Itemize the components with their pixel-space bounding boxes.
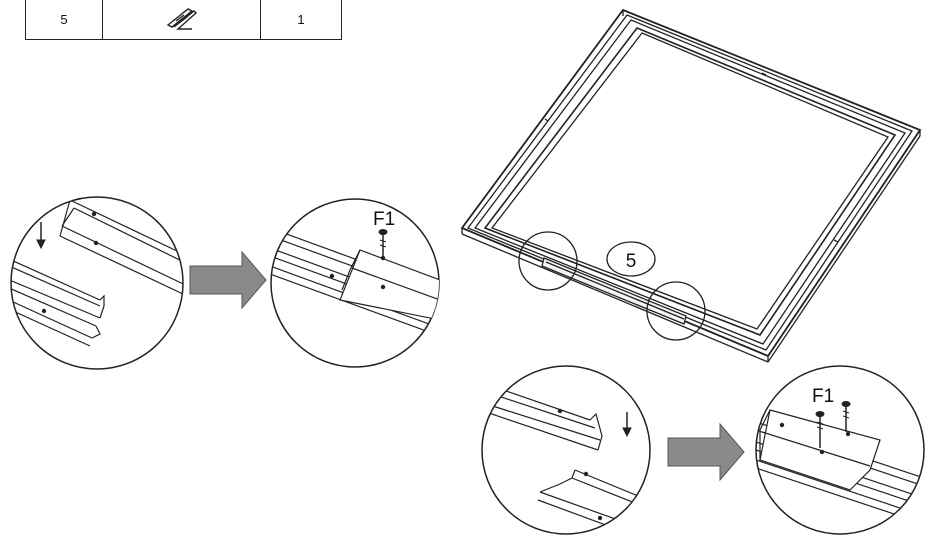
screw-icon [815,411,825,448]
frame-assembly [460,8,922,363]
screw-icon [378,229,388,256]
detail-view-a-before [10,196,184,370]
detail-view-c-before [481,365,651,535]
screw-label-top: F1 [373,209,395,230]
detail-circle-right [646,281,706,341]
quantity-cell: 1 [260,0,342,40]
part-icon-cell [102,0,261,40]
detail-view-b-after: F1 [270,198,440,368]
parts-table-row: 5 1 [25,0,342,40]
direction-arrow-icon [667,422,745,482]
detail-view-d-after: F1 [755,365,925,535]
part-callout-label: 5 [626,251,637,272]
down-arrow-icon [622,412,632,438]
hinge-strip-icon [166,7,197,30]
part-number-cell: 5 [25,0,103,40]
screw-label-bottom: F1 [812,386,834,407]
detail-circle-left [518,231,578,291]
direction-arrow-icon [189,250,267,310]
parts-table: 5 1 [25,0,342,40]
down-arrow-icon [36,222,46,250]
part-callout-oval [606,241,656,277]
screw-icon [841,401,851,432]
